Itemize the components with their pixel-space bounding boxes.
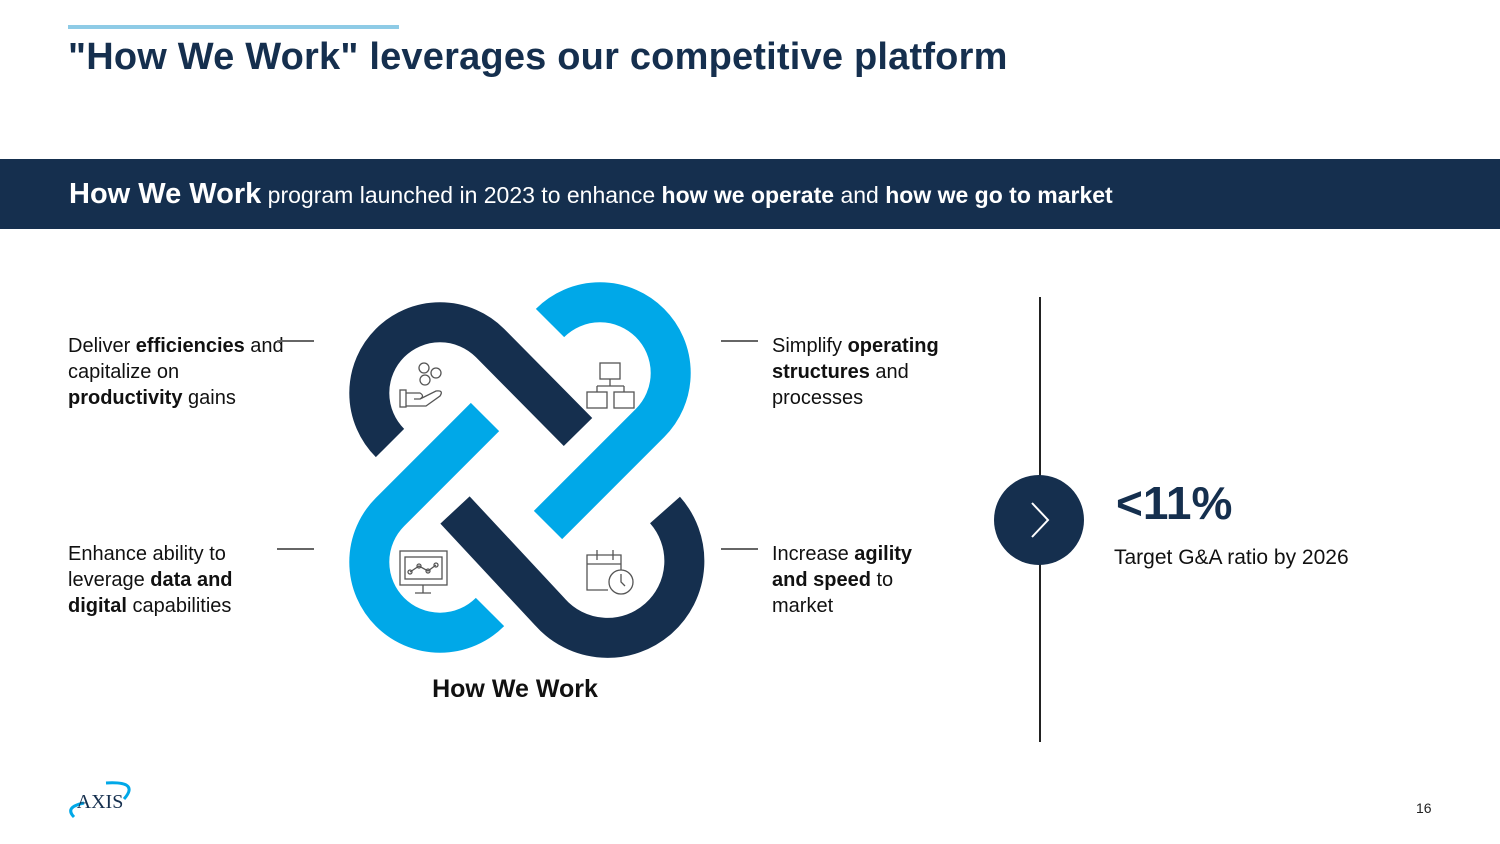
knot-band-dark-top: [349, 302, 593, 458]
bullet-bold: operating structures: [772, 335, 939, 383]
knot-band-light-bottom: [349, 402, 505, 653]
bullet-bold: data and digital: [68, 569, 233, 617]
bullet-text: Increase: [772, 543, 855, 565]
hand-coins-icon: [399, 362, 442, 408]
bullet-text: Simplify: [772, 335, 848, 357]
chevron-circle: [994, 475, 1084, 565]
banner-bold-1: how we operate: [661, 181, 835, 208]
bullet-data-digital: Enhance ability to leverage data and dig…: [68, 541, 268, 619]
bullet-agility-speed: Increase agility and speed to market: [772, 541, 952, 619]
title-accent-bar: [68, 25, 399, 29]
bullet-text: Deliver: [68, 335, 136, 357]
banner-text-1: program launched in 2023 to enhance: [261, 181, 662, 208]
knot-caption: How We Work: [432, 675, 598, 703]
logo-swoosh-left: [69, 801, 85, 819]
bullet-text: and processes: [772, 361, 909, 409]
banner-bold-2: how we go to market: [885, 181, 1113, 208]
axis-logo: AXIS: [69, 781, 131, 819]
target-ga-ratio-label: Target G&A ratio by 2026: [1114, 546, 1349, 569]
summary-banner: How We Work program launched in 2023 to …: [0, 159, 1500, 229]
knot-band-dark-bottom: [440, 496, 705, 658]
connector-line: [277, 548, 314, 550]
org-chart-icon: [586, 362, 635, 409]
connector-line: [277, 340, 314, 342]
connector-line: [721, 548, 758, 550]
page-title: "How We Work" leverages our competitive …: [68, 36, 1008, 78]
bullet-efficiencies: Deliver efficiencies and capitalize on p…: [68, 333, 298, 411]
logo-swoosh-right: [105, 781, 131, 800]
chevron-right-icon: [1031, 502, 1050, 538]
monitor-chart-icon: [399, 550, 448, 594]
connector-line: [721, 340, 758, 342]
page-number: 16: [1416, 800, 1432, 816]
calendar-clock-icon: [586, 550, 634, 595]
banner-text: How We Work program launched in 2023 to …: [69, 178, 1113, 211]
knot-band-light-top: [533, 282, 691, 540]
bullet-text: capabilities: [126, 595, 232, 617]
bullet-text: gains: [182, 387, 236, 409]
banner-text-2: and: [834, 181, 886, 208]
bullet-bold: productivity: [68, 387, 183, 409]
bullet-bold: agility and speed: [772, 543, 913, 591]
bullet-bold: efficiencies: [135, 335, 245, 357]
banner-lead: How We Work: [69, 177, 262, 210]
logo-text: AXIS: [77, 791, 124, 813]
bullet-operating-structures: Simplify operating structures and proces…: [772, 333, 972, 411]
bullet-text: to market: [772, 569, 894, 617]
bullet-text: Enhance ability to leverage: [68, 543, 226, 591]
how-we-work-knot-graphic: [349, 282, 705, 658]
bullet-text: and capitalize on: [68, 335, 284, 383]
target-ga-ratio-value: <11%: [1116, 477, 1233, 529]
